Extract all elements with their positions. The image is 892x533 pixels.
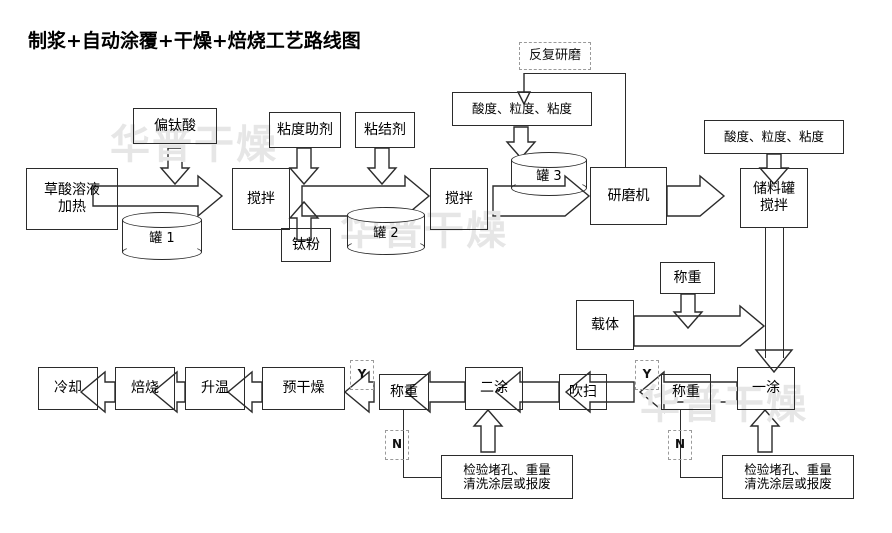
node-label: 搅拌 <box>247 190 275 207</box>
decision-label: Y <box>357 367 367 382</box>
node-viscosity-aid[interactable]: 粘度助剂 <box>269 112 341 148</box>
node-repeat-grinding[interactable]: 反复研磨 <box>519 42 591 70</box>
page-title: 制浆+自动涂覆+干燥+焙烧工艺路线图 <box>28 30 361 52</box>
node-label: 钛粉 <box>292 236 320 253</box>
connector-line <box>680 477 722 479</box>
connector-line <box>765 228 767 358</box>
node-label: 偏钛酸 <box>154 117 196 134</box>
node-label-line-2: 清洗涂层或报废 <box>744 476 832 491</box>
node-storage-tank-mixing[interactable]: 储料罐 搅拌 <box>740 168 808 228</box>
node-grinder[interactable]: 研磨机 <box>590 167 667 225</box>
node-mixing-2[interactable]: 搅拌 <box>430 168 488 230</box>
node-label: 罐 2 <box>373 225 399 241</box>
node-label: 反复研磨 <box>528 47 581 63</box>
node-label: 粘度助剂 <box>277 121 333 138</box>
connector-line <box>625 73 627 167</box>
node-label: 焙烧 <box>131 380 159 397</box>
node-calcination[interactable]: 焙烧 <box>115 367 175 410</box>
node-label-line-1: 检验堵孔、重量 <box>463 461 551 477</box>
decision-label: Y <box>642 367 652 382</box>
cylinder-top <box>511 152 587 168</box>
decision-label-no-1: N <box>668 430 692 460</box>
node-label-line-2: 清洗涂层或报废 <box>463 476 551 491</box>
node-mixing-1[interactable]: 搅拌 <box>232 168 290 230</box>
connector-line <box>403 477 441 479</box>
node-label: 称重 <box>673 269 702 286</box>
node-inspection-2[interactable]: 检验堵孔、重量 清洗涂层或报废 <box>441 455 573 499</box>
node-label: 升温 <box>201 380 229 397</box>
connector-line <box>403 410 405 478</box>
node-label: 酸度、粒度、粘度 <box>471 100 572 116</box>
decision-label: N <box>391 437 403 452</box>
node-second-coating[interactable]: 二涂 <box>465 367 523 410</box>
node-label: 罐 1 <box>149 230 175 246</box>
cylinder-top <box>122 212 202 228</box>
node-carrier[interactable]: 载体 <box>576 300 634 350</box>
node-label: 粘结剂 <box>364 121 406 138</box>
node-label: 预干燥 <box>282 380 325 397</box>
cylinder-body <box>511 160 587 188</box>
node-tank-3[interactable]: 罐 3 <box>511 152 587 196</box>
node-oxalic-acid-heating[interactable]: 草酸溶液 加热 <box>26 168 118 230</box>
node-label: 研磨机 <box>607 187 650 204</box>
decision-label-no-2: N <box>385 430 409 460</box>
node-pre-drying[interactable]: 预干燥 <box>262 367 345 410</box>
node-weigh-carrier[interactable]: 称重 <box>660 262 715 294</box>
node-first-coating[interactable]: 一涂 <box>737 367 795 410</box>
node-label: 吹扫 <box>569 383 597 400</box>
cylinder-bottom <box>347 239 425 255</box>
connector-line <box>680 410 682 478</box>
node-label: 草酸溶液 加热 <box>44 181 100 216</box>
cylinder-body <box>347 215 425 247</box>
cylinder-top <box>347 207 425 223</box>
node-quality-check-1[interactable]: 酸度、粒度、粘度 <box>452 92 592 126</box>
node-label: 搅拌 <box>445 190 473 207</box>
connector-line <box>524 73 626 75</box>
node-label: 酸度、粒度、粘度 <box>723 128 824 144</box>
node-label: 一涂 <box>752 380 780 397</box>
node-label: 罐 3 <box>536 168 562 184</box>
node-quality-check-2[interactable]: 酸度、粒度、粘度 <box>704 120 844 154</box>
node-weigh-1[interactable]: 称重 <box>661 374 711 410</box>
node-titanium-powder[interactable]: 钛粉 <box>281 228 331 262</box>
cylinder-bottom <box>511 180 587 196</box>
node-label: 二涂 <box>480 380 508 397</box>
node-heating-up[interactable]: 升温 <box>185 367 245 410</box>
cylinder-bottom <box>122 244 202 260</box>
node-weigh-2[interactable]: 称重 <box>379 374 429 410</box>
node-cooling[interactable]: 冷却 <box>38 367 98 410</box>
cylinder-body <box>122 220 202 252</box>
decision-label: N <box>674 437 686 452</box>
node-tank-2[interactable]: 罐 2 <box>347 207 425 255</box>
node-label: 称重 <box>390 383 418 400</box>
node-inspection-1[interactable]: 检验堵孔、重量 清洗涂层或报废 <box>722 455 854 499</box>
node-label: 称重 <box>672 383 700 400</box>
node-label: 冷却 <box>54 380 82 397</box>
node-binder[interactable]: 粘结剂 <box>355 112 415 148</box>
node-label: 储料罐 搅拌 <box>753 180 795 215</box>
node-blowing[interactable]: 吹扫 <box>559 374 607 410</box>
connector-line <box>783 228 785 358</box>
decision-label-yes-2: Y <box>350 360 374 390</box>
node-tank-1[interactable]: 罐 1 <box>122 212 202 260</box>
decision-label-yes-1: Y <box>635 360 659 390</box>
node-label-line-1: 检验堵孔、重量 <box>744 461 832 477</box>
node-label: 载体 <box>591 316 619 333</box>
node-metatitanic-acid[interactable]: 偏钛酸 <box>133 108 217 144</box>
